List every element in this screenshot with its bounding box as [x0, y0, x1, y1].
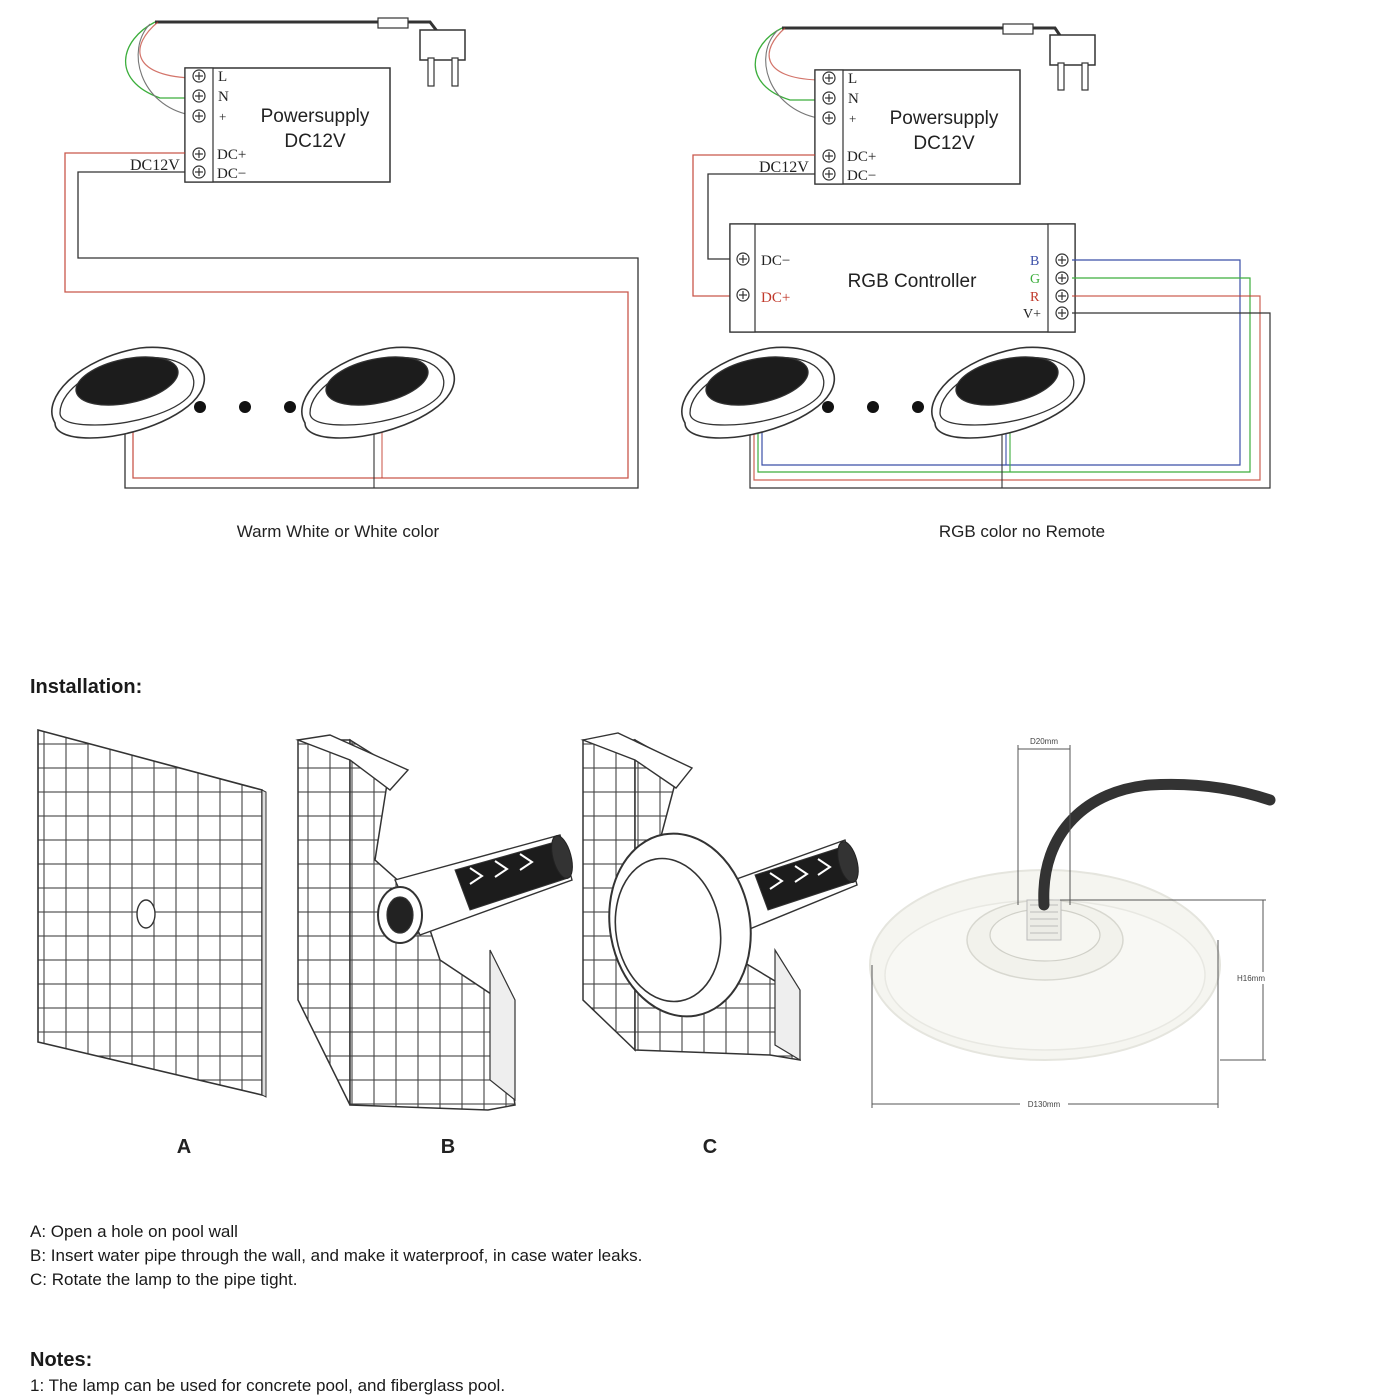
controller-title: RGB Controller: [848, 271, 977, 292]
psu-terminal-n: N: [218, 89, 229, 105]
dimension-d20: D20mm: [1030, 737, 1058, 746]
psu-voltage: DC12V: [913, 133, 975, 154]
psu-terminal-l: L: [218, 69, 227, 85]
installation-heading: Installation:: [30, 676, 143, 698]
psu-terminal-l: L: [848, 71, 857, 87]
pool-lamp-icon: [681, 346, 836, 439]
psu-terminal-n: N: [848, 91, 859, 107]
power-plug-icon: [155, 17, 466, 87]
rgb-controller-box: DC− DC+ RGB Controller B G R V+: [729, 223, 1076, 333]
figure-c-lamp-mounted: [580, 732, 859, 1062]
psu-title: Powersupply: [890, 108, 999, 129]
left-diagram-caption: Warm White or White color: [237, 522, 440, 541]
psu-terminal-ground: +: [219, 109, 226, 124]
figure-label-c: C: [703, 1136, 717, 1158]
installation-step-b: B: Insert water pipe through the wall, a…: [30, 1246, 643, 1265]
figure-label-b: B: [441, 1136, 455, 1158]
notes-item-1: 1: The lamp can be used for concrete poo…: [30, 1376, 506, 1395]
psu-title: Powersupply: [261, 106, 370, 127]
left-wiring-diagram: L N + DC+ DC− Powersupply DC12V DC12V Wa…: [51, 17, 639, 541]
controller-output-g: G: [1030, 272, 1040, 287]
psu-terminal-dc-minus: DC−: [217, 166, 246, 182]
pool-lamp-icon: [931, 346, 1086, 439]
pool-lamp-icon: [51, 346, 206, 439]
right-wiring-diagram: L N + DC+ DC− Powersupply DC12V DC12V DC…: [681, 23, 1271, 541]
controller-output-v-plus: V+: [1023, 307, 1041, 322]
installation-step-c: C: Rotate the lamp to the pipe tight.: [30, 1270, 298, 1289]
psu-terminal-ground: +: [849, 111, 856, 126]
installation-step-a: A: Open a hole on pool wall: [30, 1222, 238, 1241]
ellipsis-dots: [822, 401, 924, 413]
wiring-diagrams: L N + DC+ DC− Powersupply DC12V DC12V Wa…: [51, 17, 1271, 541]
controller-input-dc-plus: DC+: [761, 290, 790, 306]
dc12v-label: DC12V: [759, 159, 809, 176]
dc12v-label: DC12V: [130, 157, 180, 174]
power-supply-box: L N + DC+ DC− Powersupply DC12V: [184, 67, 391, 183]
figure-label-a: A: [177, 1136, 191, 1158]
lamp-cable: [1038, 778, 1276, 911]
psu-terminal-dc-minus: DC−: [847, 168, 876, 184]
power-supply-box: L N + DC+ DC− Powersupply DC12V: [814, 69, 1021, 185]
lamp-dimension-drawing: D20mm H16mm D130mm: [869, 737, 1276, 1110]
right-diagram-caption: RGB color no Remote: [939, 522, 1105, 541]
pool-lamp-icon: [301, 346, 456, 439]
figure-b-pipe-through-wall: [295, 734, 573, 1111]
psu-terminal-dc-plus: DC+: [217, 147, 246, 163]
psu-voltage: DC12V: [284, 131, 346, 152]
psu-terminal-dc-plus: DC+: [847, 149, 876, 165]
figure-a-wall-with-hole: [37, 728, 267, 1098]
controller-output-r: R: [1030, 290, 1040, 305]
notes-heading: Notes:: [30, 1349, 93, 1371]
dimension-d130: D130mm: [1028, 1100, 1061, 1109]
dimension-h16: H16mm: [1237, 974, 1265, 983]
controller-output-b: B: [1030, 254, 1039, 269]
controller-input-dc-minus: DC−: [761, 253, 790, 269]
installation-figures: A B C D20mm H16mm D130mm: [37, 728, 1276, 1158]
ellipsis-dots: [194, 401, 296, 413]
power-plug-icon: [782, 23, 1096, 91]
